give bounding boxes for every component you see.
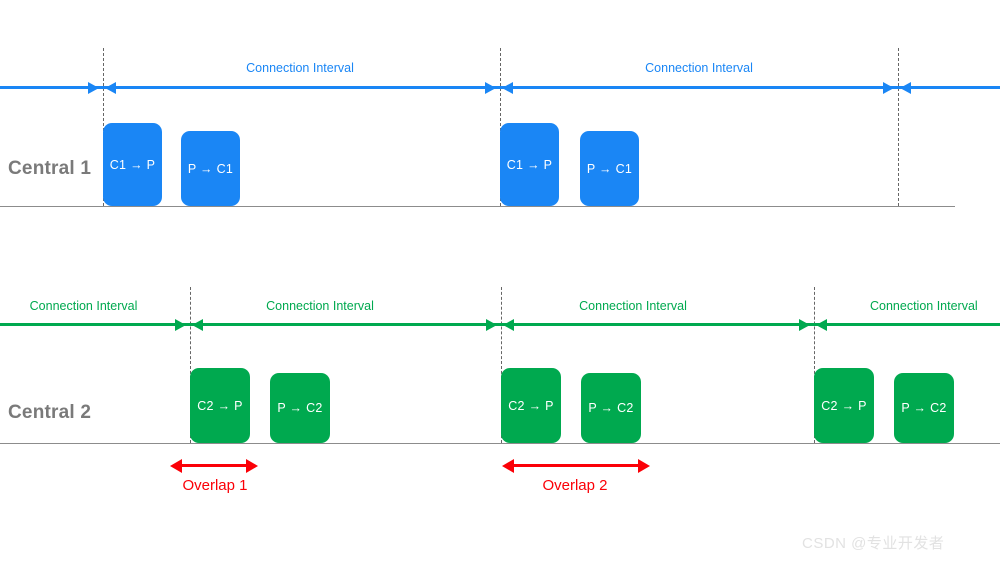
packet-c1-to-p-2: C1 → P (500, 123, 559, 206)
interval-boundary-green-3 (814, 287, 815, 443)
timeline-axis-blue (0, 86, 1000, 89)
connection-interval-label-blue-1: Connection Interval (246, 61, 354, 75)
arrowhead-green-right-1 (192, 318, 203, 331)
overlap-1-arrowhead-left (170, 458, 182, 473)
overlap-1-line (180, 464, 248, 467)
connection-interval-label-green-2: Connection Interval (266, 299, 374, 313)
packet-c1-to-p-1: C1 → P (103, 123, 162, 206)
arrowhead-green-right-2 (503, 318, 514, 331)
arrowhead-green-left-3 (799, 318, 810, 331)
interval-boundary-green-1 (190, 287, 191, 443)
overlap-2-label: Overlap 2 (542, 477, 608, 494)
baseline-central-2 (0, 443, 1000, 444)
interval-boundary-green-2 (501, 287, 502, 443)
arrowhead-blue-right-3 (900, 81, 911, 94)
connection-interval-label-green-3: Connection Interval (579, 299, 687, 313)
connection-interval-label-green-4: Connection Interval (870, 299, 978, 313)
overlap-1-label: Overlap 1 (182, 477, 248, 494)
connection-interval-label-blue-2: Connection Interval (645, 61, 753, 75)
overlap-2-line (512, 464, 640, 467)
arrowhead-blue-right-2 (502, 81, 513, 94)
timeline-axis-green (0, 323, 1000, 326)
packet-p-to-c2-3: P → C2 (894, 373, 954, 443)
packet-p-to-c1-1: P → C1 (181, 131, 240, 206)
csdn-watermark: CSDN @专业开发者 (802, 535, 945, 552)
arrowhead-green-left-1 (175, 318, 186, 331)
overlap-2-arrowhead-right (638, 458, 650, 473)
packet-c2-to-p-2: C2 → P (501, 368, 561, 443)
arrowhead-blue-left-3 (883, 81, 894, 94)
lane-label-central-1: Central 1 (8, 158, 92, 179)
packet-p-to-c2-1: P → C2 (270, 373, 330, 443)
overlap-2-arrowhead-left (502, 458, 514, 473)
lane-label-central-2: Central 2 (8, 402, 92, 423)
packet-p-to-c1-2: P → C1 (580, 131, 639, 206)
packet-p-to-c2-2: P → C2 (581, 373, 641, 443)
overlap-1-arrowhead-right (246, 458, 258, 473)
arrowhead-green-left-2 (486, 318, 497, 331)
packet-c2-to-p-1: C2 → P (190, 368, 250, 443)
arrowhead-blue-left-2 (485, 81, 496, 94)
arrowhead-blue-right-1 (105, 81, 116, 94)
arrowhead-green-right-3 (816, 318, 827, 331)
baseline-central-1 (0, 206, 955, 207)
packet-c2-to-p-3: C2 → P (814, 368, 874, 443)
interval-boundary-blue-3 (898, 48, 899, 206)
arrowhead-blue-left-1 (88, 81, 99, 94)
connection-interval-label-green-1: Connection Interval (29, 299, 138, 313)
